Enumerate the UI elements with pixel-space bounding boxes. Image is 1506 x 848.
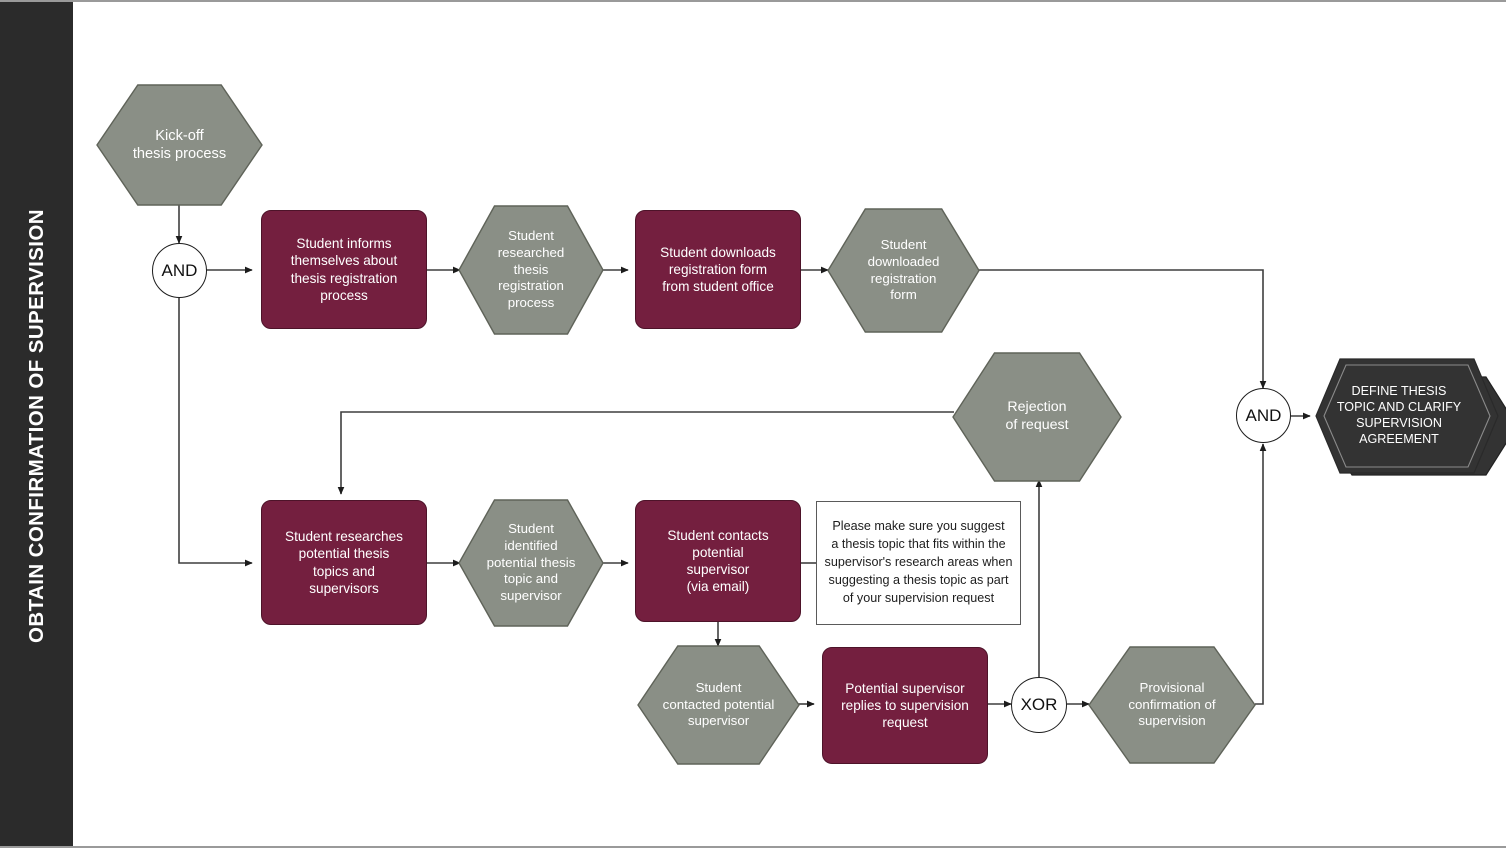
wire-downloaded-to-and-end (979, 269, 1267, 389)
wire-and-to-researches (178, 298, 253, 567)
node-fn-contacts-supervisor[interactable] (635, 500, 801, 622)
connector-and-start-label: AND (161, 260, 198, 280)
sidebar-band: OBTAIN CONFIRMATION OF SUPERVISION (0, 2, 73, 846)
node-fn-student-informs[interactable] (261, 210, 427, 329)
node-ev-provisional-confirmation[interactable] (1088, 646, 1256, 764)
connector-and-end[interactable]: AND (1236, 388, 1291, 443)
node-fn-supervisor-replies[interactable] (822, 647, 988, 764)
annotation-note-box: Please make sure you suggest a thesis to… (816, 501, 1021, 625)
node-kickoff-event[interactable] (96, 84, 263, 206)
connector-and-start[interactable]: AND (152, 243, 207, 298)
node-ev-contacted-supervisor[interactable] (637, 645, 800, 765)
node-ev-identified-topic[interactable] (458, 499, 604, 627)
node-fn-downloads-form[interactable] (635, 210, 801, 329)
connector-and-end-label: AND (1245, 405, 1282, 425)
node-ev-rejection[interactable] (952, 352, 1122, 482)
connector-xor-label: XOR (1020, 695, 1058, 714)
connector-xor[interactable]: XOR (1011, 677, 1067, 733)
wire-provisional-to-and-end (1255, 443, 1267, 705)
node-ev-researched-process[interactable] (458, 205, 604, 335)
node-fn-researches-topics[interactable] (261, 500, 427, 625)
node-ev-downloaded-form[interactable] (827, 208, 980, 333)
wire-rejection-to-researches (337, 411, 954, 495)
node-process-define-thesis[interactable] (1308, 354, 1506, 478)
